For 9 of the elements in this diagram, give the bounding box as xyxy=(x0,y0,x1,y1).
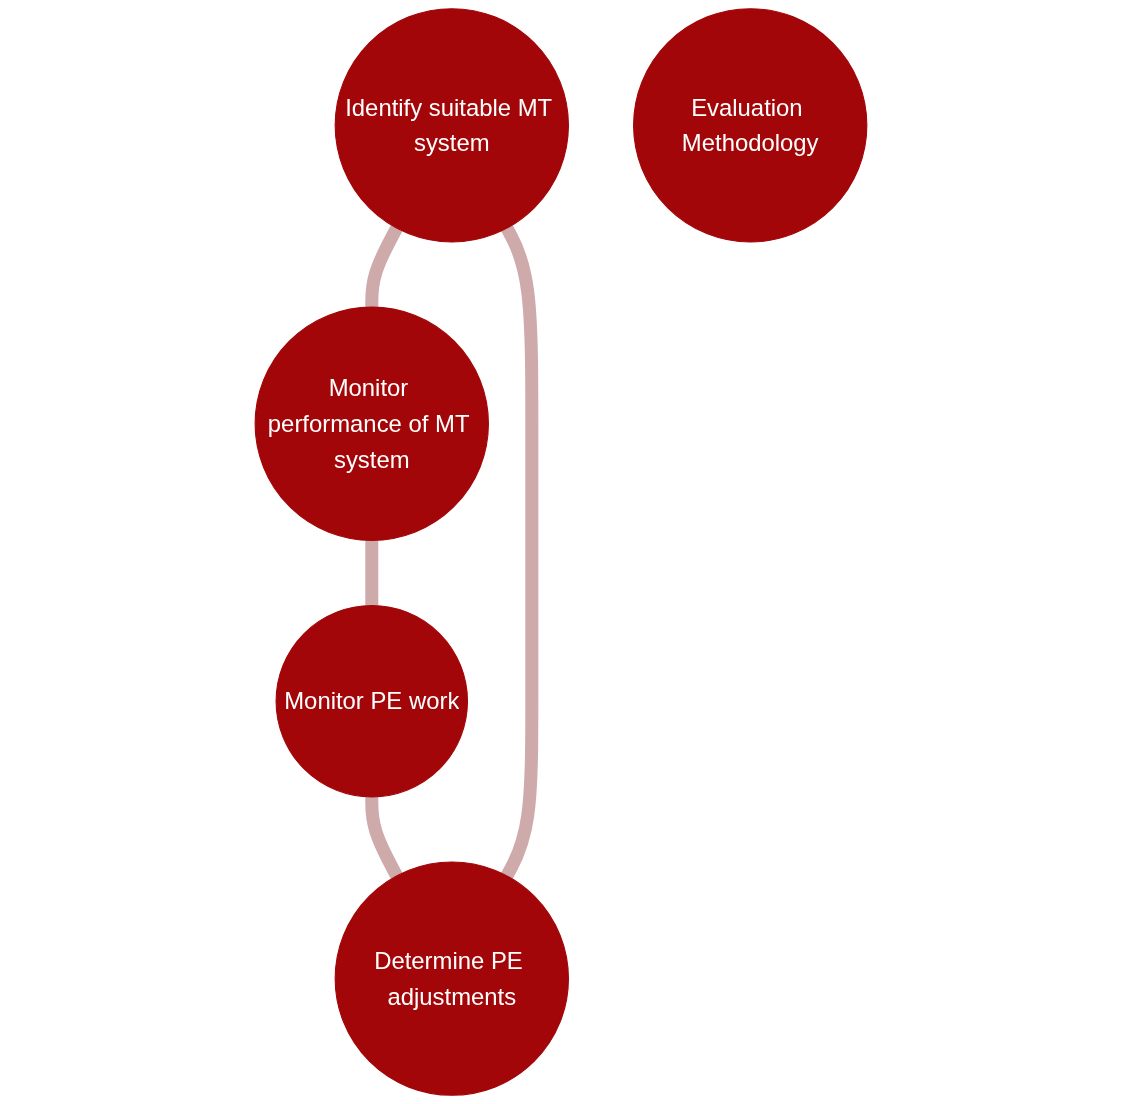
node-circle: Identify suitable MT system xyxy=(334,8,569,243)
node-circle: Evaluation Methodology xyxy=(633,8,868,243)
node-circle: Determine PE adjustments xyxy=(334,861,569,1096)
node-circle: Monitor performance of MT system xyxy=(254,306,489,541)
connector xyxy=(365,795,403,879)
node-circle: Monitor PE work xyxy=(275,604,469,798)
connector xyxy=(501,225,539,879)
connector xyxy=(365,225,403,309)
connector xyxy=(365,539,379,607)
